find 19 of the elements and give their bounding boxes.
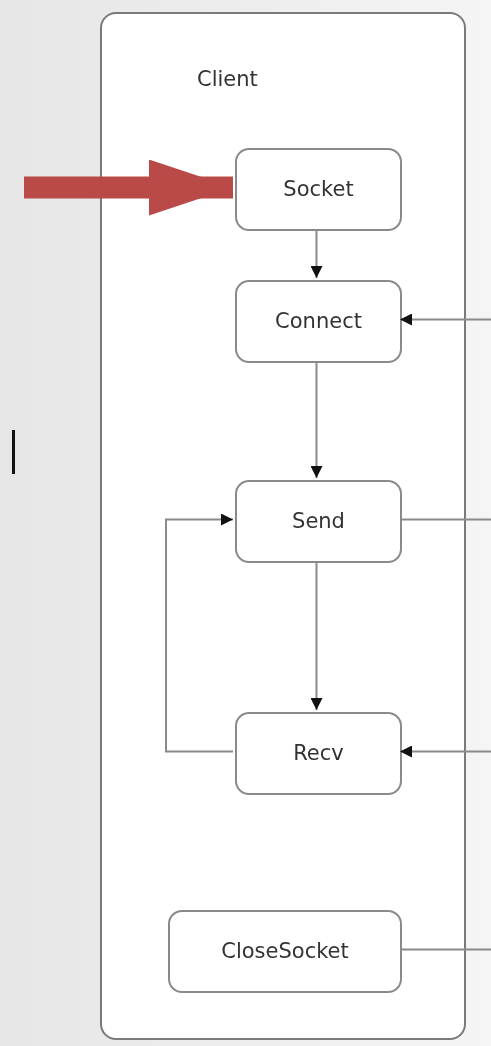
swimlane-panel (100, 12, 466, 1040)
node-label: Send (292, 507, 345, 535)
connector-arrow (310, 560, 323, 711)
node-label: Recv (293, 739, 344, 767)
process-box (235, 280, 402, 363)
connector-arrow (165, 513, 234, 753)
node-label: Connect (275, 307, 362, 335)
block-arrow (24, 159, 233, 216)
process-box (235, 712, 402, 795)
process-box (168, 910, 402, 993)
connector-arrow (310, 228, 323, 279)
connector-arrow (399, 745, 491, 758)
process-box (235, 480, 402, 563)
connector-arrow (310, 360, 323, 479)
node-label: Socket (283, 175, 354, 203)
connector-arrow (399, 313, 491, 326)
panel-title: Client (197, 66, 258, 93)
process-box (235, 148, 402, 231)
node-label: CloseSocket (221, 937, 349, 965)
